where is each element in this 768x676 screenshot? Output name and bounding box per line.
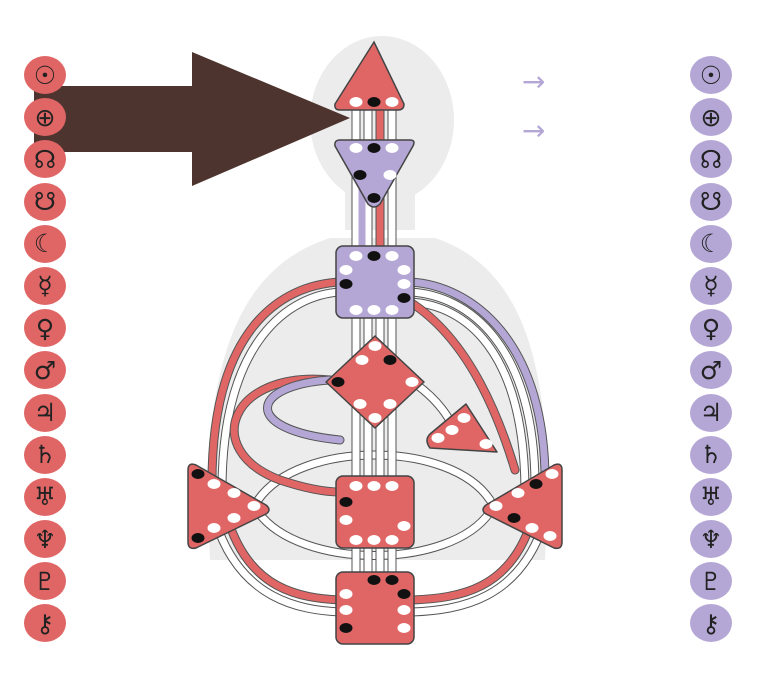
spleen-center[interactable]	[187, 463, 270, 550]
mercury-icon[interactable]: ☿	[24, 266, 66, 305]
g-center[interactable]	[325, 335, 425, 429]
chiron-icon[interactable]: ⚷	[690, 604, 732, 643]
annotation-arrow-icon	[34, 52, 350, 186]
earth-icon[interactable]: ⊕	[690, 98, 732, 137]
jupiter-icon[interactable]: ♃	[690, 393, 732, 432]
throat-center[interactable]	[335, 245, 415, 319]
venus-icon[interactable]: ♀	[690, 309, 732, 348]
north-node-icon[interactable]: ☊	[24, 140, 66, 179]
mars-icon[interactable]: ♂	[24, 351, 66, 390]
earth-icon[interactable]: ⊕	[24, 98, 66, 137]
heart-center[interactable]	[426, 403, 498, 453]
moon-icon[interactable]: ☾	[690, 224, 732, 263]
root-center[interactable]	[335, 571, 415, 645]
pluto-icon[interactable]: ♇	[690, 562, 732, 601]
solar-plexus-center[interactable]	[482, 463, 563, 550]
sun-icon[interactable]: ☉	[690, 56, 732, 94]
south-node-icon[interactable]: ☋	[24, 182, 66, 221]
ajna-center[interactable]	[334, 139, 415, 208]
mercury-icon[interactable]: ☿	[690, 266, 732, 305]
right-arrow-icon: →	[522, 114, 546, 147]
pluto-icon[interactable]: ♇	[24, 562, 66, 601]
venus-icon[interactable]: ♀	[24, 309, 66, 348]
design-planet-column: ☉ ⊕☊☋☾☿ ♀♂♃♄♅ ♆♇⚷	[24, 56, 70, 647]
head-center[interactable]	[334, 40, 405, 111]
moon-icon[interactable]: ☾	[24, 224, 66, 263]
neptune-icon[interactable]: ♆	[24, 520, 66, 559]
uranus-icon[interactable]: ♅	[24, 477, 66, 516]
personality-planet-column: ☉ ⊕☊☋☾☿ ♀♂♃♄♅ ♆♇⚷	[690, 56, 736, 647]
south-node-icon[interactable]: ☋	[690, 182, 732, 221]
sun-icon[interactable]: ☉	[24, 56, 66, 94]
uranus-icon[interactable]: ♅	[690, 477, 732, 516]
mars-icon[interactable]: ♂	[690, 351, 732, 390]
jupiter-icon[interactable]: ♃	[24, 393, 66, 432]
chiron-icon[interactable]: ⚷	[24, 604, 66, 643]
neptune-icon[interactable]: ♆	[690, 520, 732, 559]
sacral-center[interactable]	[335, 475, 415, 549]
saturn-icon[interactable]: ♄	[24, 435, 66, 474]
right-arrow-icon: →	[522, 65, 546, 98]
saturn-icon[interactable]: ♄	[690, 435, 732, 474]
north-node-icon[interactable]: ☊	[690, 140, 732, 179]
